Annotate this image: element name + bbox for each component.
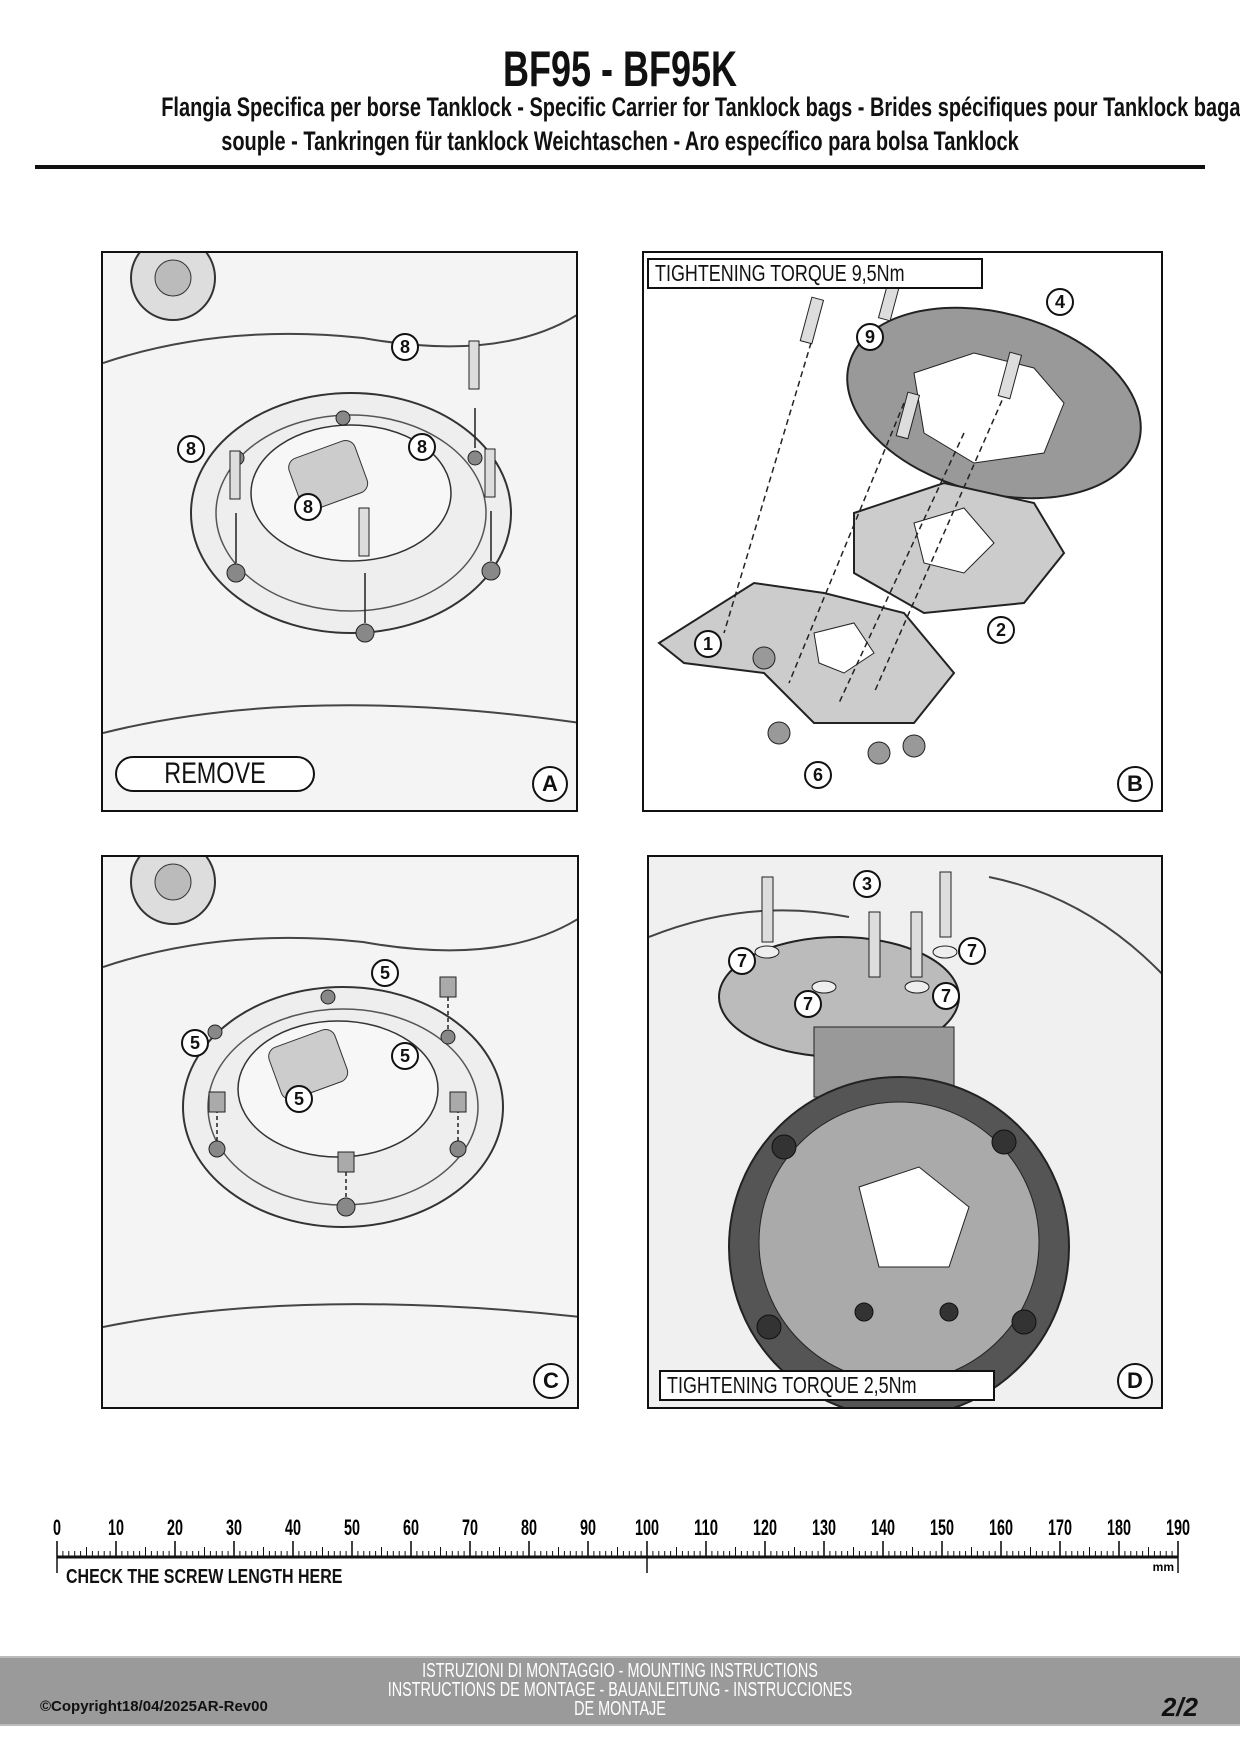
step-letter: D — [1117, 1363, 1153, 1399]
subtitle-line-1: Flangia Specifica per borse Tanklock - S… — [161, 92, 1240, 122]
screw-length-ruler: 0 10 20 30 40 50 60 70 80 90 100 110 120 130 140 150 160… — [53, 1515, 1190, 1574]
callout-5: 5 — [391, 1042, 419, 1070]
step-a-panel: 8 8 8 8 REMOVE A — [101, 251, 578, 812]
callout-5: 5 — [371, 959, 399, 987]
callout-9: 9 — [856, 323, 884, 351]
callout-5: 5 — [285, 1085, 313, 1113]
callout-6: 6 — [804, 761, 832, 789]
ruler-label: 40 — [285, 1515, 301, 1540]
step-b-panel: TIGHTENING TORQUE 9,5Nm 4 9 1 2 6 B — [642, 251, 1163, 812]
callout-7: 7 — [932, 982, 960, 1010]
callout-2: 2 — [987, 616, 1015, 644]
callout-7: 7 — [958, 937, 986, 965]
torque-spec: TIGHTENING TORQUE 2,5Nm — [659, 1370, 995, 1401]
document-title: BF95 - BF95K — [502, 41, 738, 97]
header-divider — [35, 165, 1205, 169]
ruler-label: 30 — [226, 1515, 242, 1540]
tank-illustration-remove — [103, 253, 576, 810]
callout-7: 7 — [794, 990, 822, 1018]
footer-instructions: ISTRUZIONI DI MONTAGGIO - MOUNTING INSTR… — [0, 1660, 1240, 1720]
page-number: 2/2 — [1161, 1692, 1198, 1722]
callout-4: 4 — [1046, 288, 1074, 316]
ruler-label: 110 — [694, 1515, 718, 1540]
ruler-label: 20 — [167, 1515, 183, 1540]
footer-line: ISTRUZIONI DI MONTAGGIO - MOUNTING INSTR… — [422, 1660, 818, 1682]
callout-8: 8 — [294, 493, 322, 521]
footer-bar: ©Copyright18/04/2025AR-Rev00 ISTRUZIONI … — [0, 1656, 1240, 1726]
ruler-label: 100 — [635, 1515, 659, 1540]
ruler-label: 120 — [753, 1515, 777, 1540]
callout-3: 3 — [853, 870, 881, 898]
callout-1: 1 — [694, 630, 722, 658]
step-c-panel: 5 5 5 5 C — [101, 855, 579, 1409]
copyright: ©Copyright18/04/2025AR-Rev00 — [40, 1698, 268, 1715]
flange-mounted-illustration — [649, 857, 1161, 1407]
ruler-label: 160 — [989, 1515, 1013, 1540]
step-letter: A — [532, 766, 568, 802]
remove-label: REMOVE — [115, 756, 315, 792]
ruler-label: 90 — [580, 1515, 596, 1540]
callout-5: 5 — [181, 1029, 209, 1057]
ruler-label: 10 — [108, 1515, 124, 1540]
ruler-label: 60 — [403, 1515, 419, 1540]
step-letter: C — [533, 1363, 569, 1399]
torque-spec: TIGHTENING TORQUE 9,5Nm — [647, 258, 983, 289]
ruler-label: 130 — [812, 1515, 836, 1540]
ruler-label: 190 — [1166, 1515, 1190, 1540]
ruler-label: 150 — [930, 1515, 954, 1540]
callout-8: 8 — [391, 333, 419, 361]
callout-8: 8 — [177, 435, 205, 463]
ruler-label: 70 — [462, 1515, 478, 1540]
flange-exploded-illustration — [657, 273, 1142, 765]
footer-line: INSTRUCTIONS DE MONTAGE - BAUANLEITUNG -… — [387, 1679, 853, 1701]
ruler-label: 180 — [1107, 1515, 1131, 1540]
ruler-unit: mm — [1153, 1560, 1174, 1574]
ruler-label: 80 — [521, 1515, 537, 1540]
ruler-label: 50 — [344, 1515, 360, 1540]
callout-7: 7 — [728, 947, 756, 975]
ruler-label: 170 — [1048, 1515, 1072, 1540]
ruler-label: 0 — [53, 1515, 61, 1540]
subtitle-line-2: souple - Tankringen für tanklock Weichta… — [221, 126, 1019, 156]
callout-8: 8 — [408, 433, 436, 461]
step-letter: B — [1117, 766, 1153, 802]
ruler-label: 140 — [871, 1515, 895, 1540]
step-d-panel: 3 7 7 7 7 TIGHTENING TORQUE 2,5Nm D — [647, 855, 1163, 1409]
ruler-note: CHECK THE SCREW LENGTH HERE — [66, 1566, 343, 1588]
tank-illustration-spacers — [103, 857, 577, 1407]
footer-line: DE MONTAJE — [574, 1698, 666, 1720]
